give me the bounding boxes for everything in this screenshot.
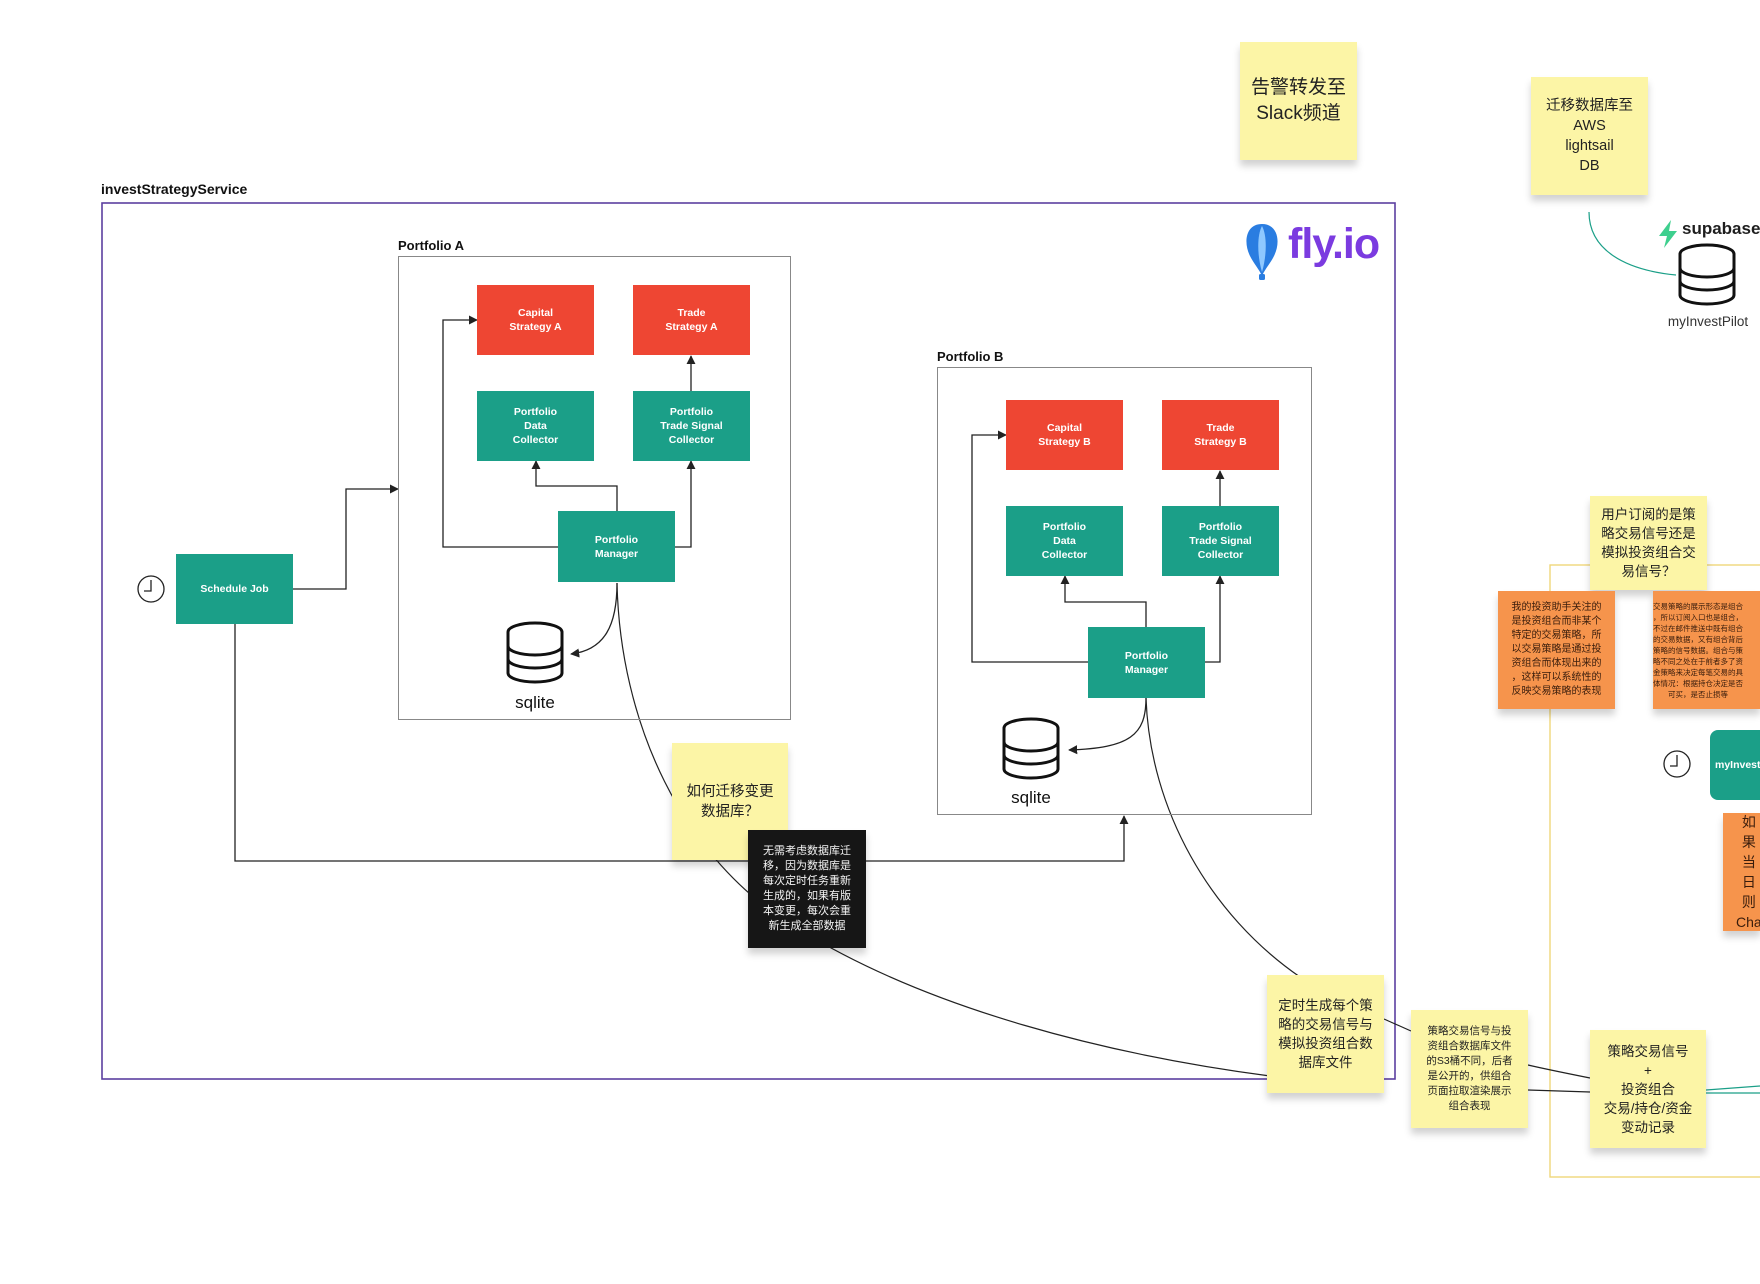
service-frame <box>101 202 1396 1080</box>
portfolio-a-label: Portfolio A <box>398 238 464 253</box>
sticky-signal-records[interactable]: 策略交易信号 + 投资组合 交易/持仓/资金 变动记录 <box>1590 1030 1706 1148</box>
curve-s3-to-records <box>1527 1064 1591 1079</box>
sticky-slack-alerts[interactable]: 告警转发至 Slack频道 <box>1240 42 1357 160</box>
arrow-b-manager-to-capital <box>971 430 1088 663</box>
flyio-logo-text: fly.io <box>1288 220 1380 268</box>
curve-b-manager-to-generate <box>1145 697 1301 978</box>
portfolio-b-frame <box>937 367 1312 815</box>
arrow-b-manager-to-sqlite <box>1068 697 1147 755</box>
sticky-migrate-db[interactable]: 迁移数据库至 AWS lightsail DB <box>1531 77 1648 195</box>
supabase-bolt-icon <box>1659 220 1677 248</box>
clock-icon-left <box>137 575 165 603</box>
arrow-schedule-to-portfolio-a <box>293 484 399 590</box>
portfolio-manager-b[interactable]: Portfolio Manager <box>1088 627 1205 698</box>
sticky-s3-buckets[interactable]: 策略交易信号与投 资组合数据库文件 的S3桶不同，后者 是公开的，供组合 页面拉… <box>1411 1010 1528 1128</box>
sqlite-label-a: sqlite <box>515 693 555 712</box>
sticky-subscription-question[interactable]: 用户订阅的是策 略交易信号还是 模拟投资组合交 易信号？ <box>1590 496 1707 590</box>
flyio-balloon-icon <box>1246 224 1278 280</box>
line-records-to-right-2 <box>1705 1085 1760 1091</box>
portfolio-data-collector-a[interactable]: Portfolio Data Collector <box>477 391 594 461</box>
portfolio-a-frame <box>398 256 791 720</box>
service-frame-label: investStrategyService <box>101 181 248 197</box>
trade-strategy-a[interactable]: Trade Strategy A <box>633 285 750 355</box>
arrow-a-manager-to-data <box>531 460 618 511</box>
sticky-cutoff-right[interactable]: 如果 当日 则 Cha <box>1723 813 1760 931</box>
clock-icon-right <box>1663 750 1691 778</box>
portfolio-data-collector-b[interactable]: Portfolio Data Collector <box>1006 506 1123 576</box>
portfolio-b-label: Portfolio B <box>937 349 1004 364</box>
arrow-a-manager-to-signal <box>675 460 696 548</box>
sticky-no-migration-needed[interactable]: 无需考虑数据库迁 移，因为数据库是 每次定时任务重新 生成的，如果有版 本变更，… <box>748 830 866 948</box>
myinvest-box[interactable]: myInvest <box>1710 730 1760 800</box>
supabase-db-label: myInvestPilot <box>1667 314 1749 329</box>
schedule-job[interactable]: Schedule Job <box>176 554 293 624</box>
sticky-generate-files[interactable]: 定时生成每个策 略的交易信号与 模拟投资组合数 据库文件 <box>1267 975 1384 1093</box>
arrow-b-manager-to-signal <box>1204 575 1225 663</box>
database-icon-supabase <box>1678 243 1736 306</box>
database-icon-a <box>506 621 564 684</box>
line-s3-to-records-2 <box>1527 1089 1591 1093</box>
capital-strategy-a[interactable]: Capital Strategy A <box>477 285 594 355</box>
sqlite-label-b: sqlite <box>1011 788 1051 807</box>
portfolio-signal-collector-b[interactable]: Portfolio Trade Signal Collector <box>1162 506 1279 576</box>
sticky-strategy-display[interactable]: 交易策略的展示形态是组合 ，所以订阅入口也是组合， 不过在邮件推送中既有组合 的… <box>1653 591 1760 709</box>
arrow-a-manager-to-capital <box>442 315 558 548</box>
capital-strategy-b[interactable]: Capital Strategy B <box>1006 400 1123 470</box>
arrow-b-manager-to-data <box>1060 575 1147 627</box>
portfolio-manager-a[interactable]: Portfolio Manager <box>558 511 675 582</box>
trade-strategy-b[interactable]: Trade Strategy B <box>1162 400 1279 470</box>
arrow-schedule-to-portfolio-b <box>234 624 1129 862</box>
arrow-a-manager-to-sqlite <box>570 582 618 658</box>
curve-migrate-to-supabase <box>1588 211 1677 276</box>
portfolio-signal-collector-a[interactable]: Portfolio Trade Signal Collector <box>633 391 750 461</box>
database-icon-b <box>1002 717 1060 780</box>
supabase-logo-text: supabase <box>1682 219 1760 238</box>
sticky-portfolio-focus[interactable]: 我的投资助手关注的 是投资组合而非某个 特定的交易策略，所 以交易策略是通过投 … <box>1498 591 1615 709</box>
line-generate-to-s3 <box>1383 1018 1412 1032</box>
